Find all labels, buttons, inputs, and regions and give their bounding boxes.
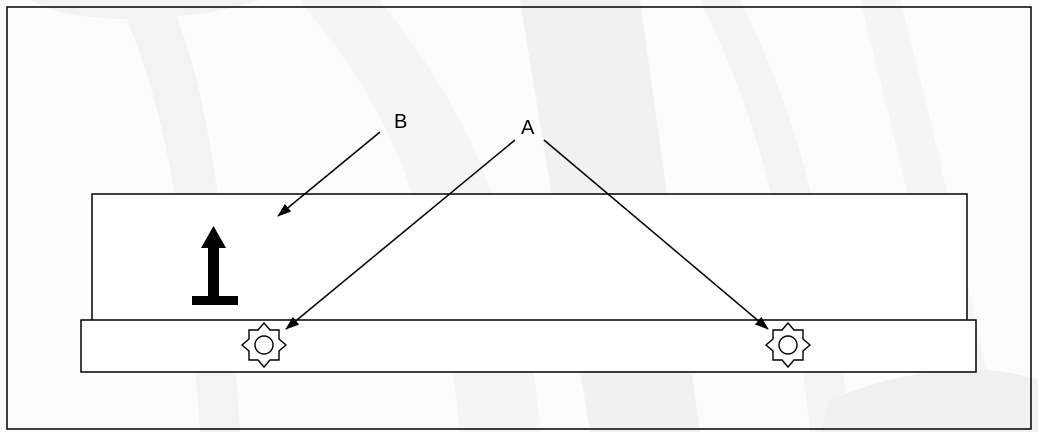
diagram-frame xyxy=(6,6,1032,430)
leader-line-a-left xyxy=(285,139,516,330)
lift-up-arrow-icon xyxy=(192,226,238,305)
leader-line-a-right xyxy=(543,139,769,330)
label-a: A xyxy=(521,117,535,139)
leader-line-b xyxy=(277,131,381,217)
label-b: B xyxy=(394,111,407,133)
star-nut-icon xyxy=(765,322,811,368)
lower-rail xyxy=(80,319,977,373)
star-nut-icon xyxy=(241,322,287,368)
